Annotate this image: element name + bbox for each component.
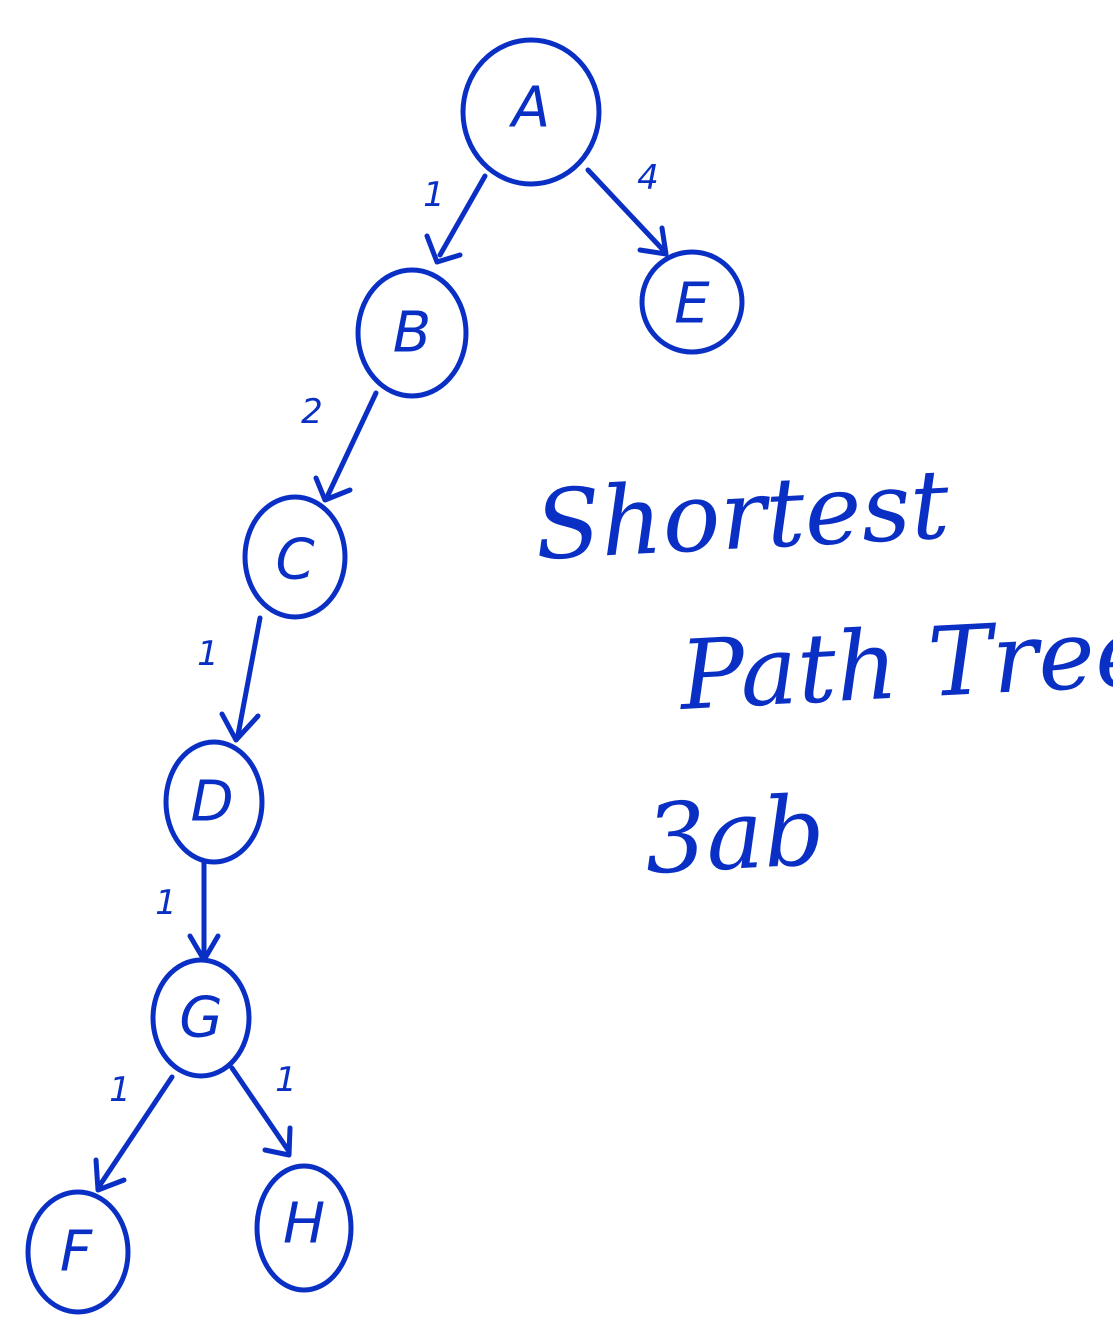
edge-weight-a-b: 1 bbox=[423, 175, 445, 215]
edge-weight-g-h: 1 bbox=[275, 1060, 297, 1100]
title-line-3: 3ab bbox=[642, 774, 828, 896]
node-e: E bbox=[639, 249, 745, 355]
edge-b-c bbox=[313, 390, 379, 503]
edge-d-g bbox=[187, 859, 221, 963]
edge-weight-g-f: 1 bbox=[109, 1070, 131, 1110]
node-h: H bbox=[254, 1163, 354, 1293]
edge-a-b bbox=[424, 173, 488, 265]
node-c-label: C bbox=[275, 528, 314, 593]
node-h-label: H bbox=[283, 1192, 325, 1257]
title-line-1: Shortest bbox=[532, 448, 952, 582]
edge-weight-d-g: 1 bbox=[155, 883, 177, 923]
node-b: B bbox=[355, 267, 469, 399]
edge-c-d bbox=[219, 615, 263, 743]
node-b-label: B bbox=[393, 301, 431, 366]
edge-g-f bbox=[93, 1074, 175, 1193]
node-d-label: D bbox=[190, 770, 233, 835]
node-f-label: F bbox=[60, 1220, 93, 1285]
edge-g-h bbox=[229, 1065, 293, 1158]
node-g-label: G bbox=[179, 986, 222, 1051]
edge-a-e bbox=[585, 167, 669, 257]
title-line-2: Path Tree bbox=[677, 595, 1113, 732]
node-f: F bbox=[25, 1189, 131, 1315]
edge-weight-b-c: 2 bbox=[301, 392, 323, 432]
node-e-label: E bbox=[674, 272, 710, 337]
node-c: C bbox=[242, 494, 348, 620]
node-a: A bbox=[460, 37, 602, 187]
edge-weight-c-d: 1 bbox=[197, 634, 219, 674]
node-g: G bbox=[150, 957, 252, 1079]
edge-weight-a-e: 4 bbox=[637, 158, 659, 198]
node-a-label: A bbox=[509, 76, 550, 141]
node-d: D bbox=[163, 739, 265, 865]
